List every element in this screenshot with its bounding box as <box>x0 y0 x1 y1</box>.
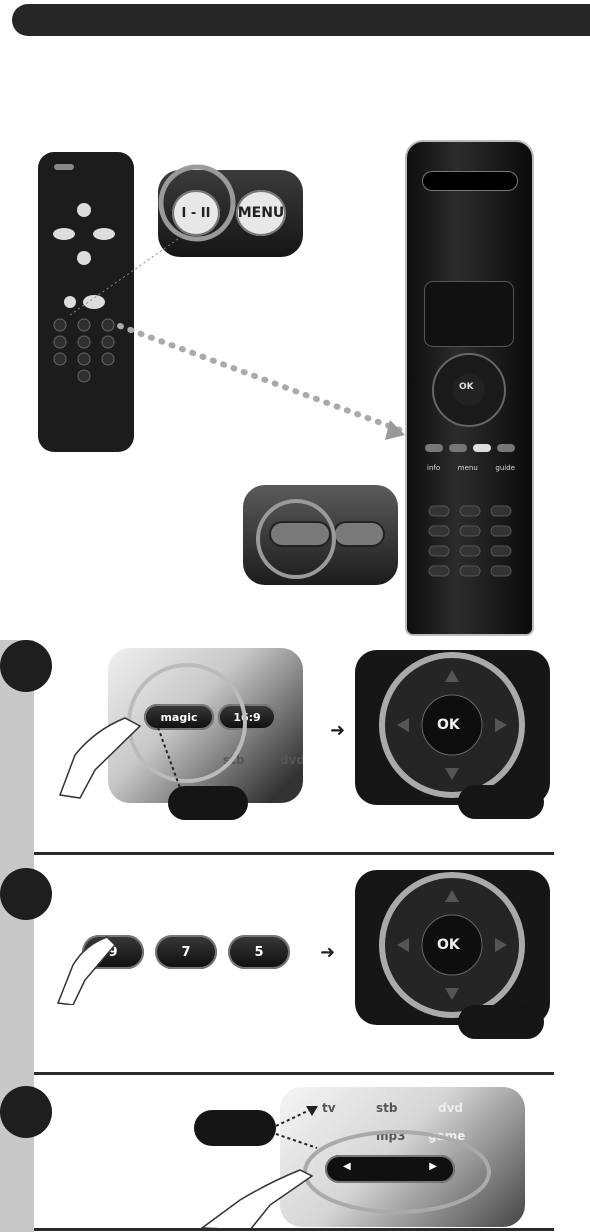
universal-remote: OK info menu guide <box>405 140 534 636</box>
top-strip <box>423 172 517 190</box>
step2-blink-badge <box>458 1005 544 1039</box>
step1-badge <box>0 640 52 692</box>
remote-menu-label: menu <box>457 464 478 472</box>
keypad-grid <box>428 505 512 577</box>
step3-press-badge <box>194 1110 276 1146</box>
old-remote <box>38 152 134 452</box>
remote-ok-label: OK <box>459 382 474 392</box>
step2-hand <box>56 936 117 1005</box>
step1-hold-badge <box>168 786 248 820</box>
media-block <box>425 282 513 346</box>
step-rail <box>0 640 34 1232</box>
step3-badge <box>0 1086 52 1138</box>
remote-info-label: info <box>427 464 441 472</box>
divider-1 <box>34 852 554 855</box>
step3-hand <box>200 1169 314 1230</box>
dotted-lines <box>69 233 405 440</box>
step3-arrow <box>275 1106 318 1149</box>
menu-button: MENU <box>236 190 286 236</box>
divider-2 <box>34 1072 554 1075</box>
step3-dvd-label: dvd <box>438 1101 464 1115</box>
step2-ok-label: OK <box>437 937 460 953</box>
key-5: 5 <box>228 935 290 969</box>
step1-arrow: ➜ <box>330 720 346 741</box>
step2-badge <box>0 868 52 920</box>
key-7: 7 <box>155 935 217 969</box>
color-buttons-row <box>425 444 515 454</box>
zoom-color-button <box>243 485 398 585</box>
zoom-callout-circle <box>158 164 236 242</box>
magic-button: magic <box>144 704 214 730</box>
divider-3 <box>34 1228 554 1231</box>
step2-arrow: ➜ <box>320 942 336 963</box>
step1-dashed <box>155 721 181 789</box>
step3-stb-label: stb <box>376 1101 398 1115</box>
step3-photo: tv stb dvd mp3 game ◀ ▶ <box>280 1087 525 1227</box>
dvd-label: dvd <box>280 753 303 767</box>
step1-photo-ok: OK <box>355 650 550 805</box>
step2-photo-ok: OK <box>355 870 550 1025</box>
step1-blink-badge <box>458 785 544 819</box>
step1-hand <box>58 717 142 799</box>
step3-tv-label: tv <box>322 1101 336 1115</box>
header-bar <box>12 4 590 36</box>
ratio-button: 16:9 <box>218 704 276 730</box>
step1-ok-label: OK <box>437 717 460 733</box>
nav-ring <box>432 353 506 427</box>
remote-guide-label: guide <box>495 464 515 472</box>
i-ii-button: I - II <box>172 190 220 236</box>
